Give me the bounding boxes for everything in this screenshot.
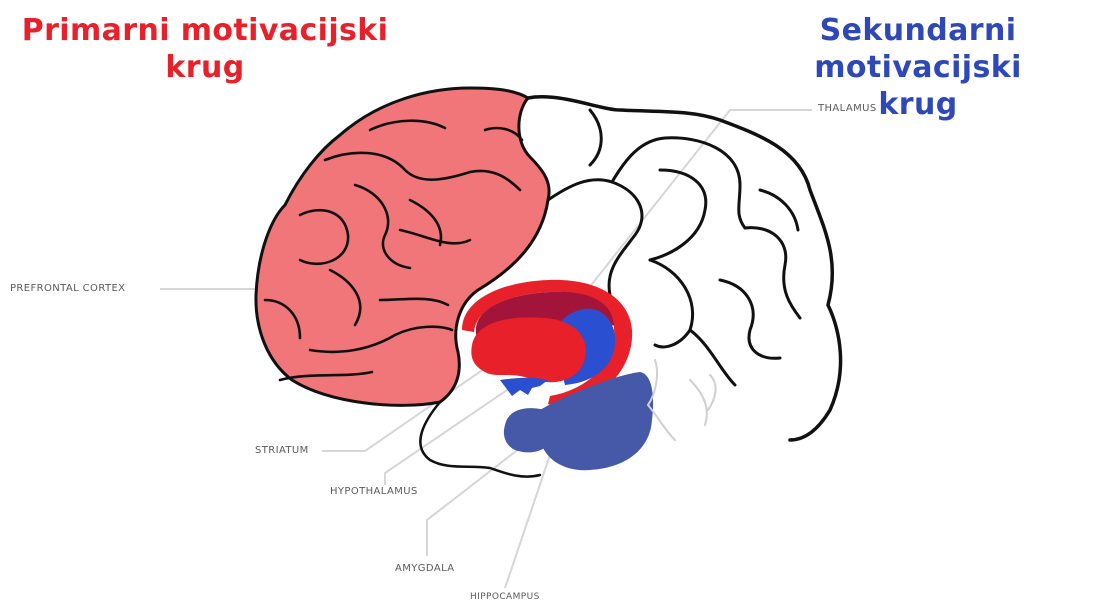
label-thalamus: THALAMUS [818,103,877,114]
label-striatum: STRIATUM [255,445,309,456]
cerebellum-lines [648,360,716,440]
label-prefrontal-cortex: PREFRONTAL CORTEX [10,283,125,294]
label-hippocampus: HIPPOCAMPUS [470,592,540,602]
label-amygdala: AMYGDALA [395,563,455,574]
amygdala-region [504,408,554,452]
hypothalamus-region [500,378,548,396]
label-hypothalamus: HYPOTHALAMUS [330,486,418,497]
caudate-nucleus-region [471,317,586,382]
hippocampus-region [540,372,653,470]
